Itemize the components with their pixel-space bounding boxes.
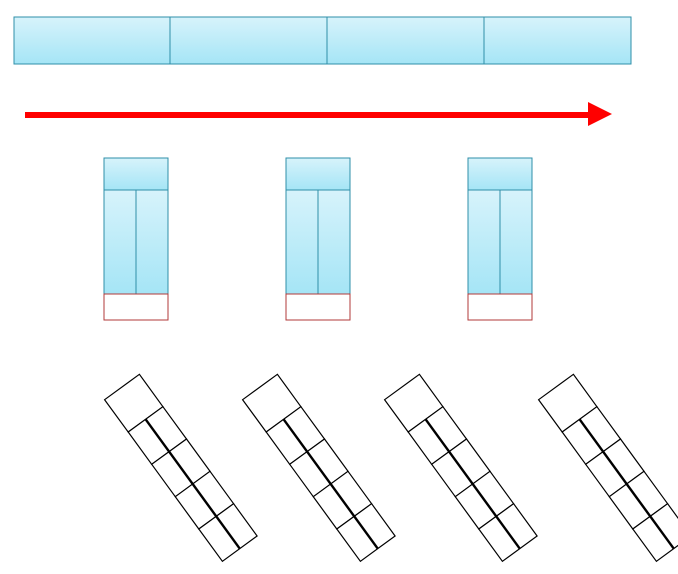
unit-column-left — [103, 189, 137, 295]
unit-column-left — [467, 189, 501, 295]
vertical-units — [103, 157, 533, 321]
unit-column-right — [499, 189, 533, 295]
unit-column-right — [135, 189, 169, 295]
tilted-strip — [241, 373, 396, 563]
vertical-unit — [285, 157, 351, 321]
arrow-head — [588, 102, 612, 126]
progress-arrow — [25, 102, 612, 126]
tilted-strip — [103, 373, 258, 563]
unit-column-right — [317, 189, 351, 295]
strip-center-divider — [424, 418, 521, 550]
unit-header-cell — [467, 157, 533, 191]
unit-header-cell — [103, 157, 169, 191]
unit-empty-slot — [103, 293, 169, 321]
vertical-unit — [467, 157, 533, 321]
strip-center-divider — [144, 418, 241, 550]
unit-empty-slot — [285, 293, 351, 321]
top-bar-segment — [483, 16, 632, 65]
unit-empty-slot — [467, 293, 533, 321]
tilted-strip — [537, 373, 678, 563]
tilted-strip — [383, 373, 538, 563]
top-bar — [13, 16, 632, 65]
vertical-unit — [103, 157, 169, 321]
tilted-strips — [103, 373, 678, 563]
unit-column-left — [285, 189, 319, 295]
strip-cell — [631, 502, 678, 563]
top-bar-segment — [169, 16, 328, 65]
strip-center-divider — [578, 418, 675, 550]
top-bar-segment — [13, 16, 171, 65]
strip-center-divider — [282, 418, 379, 550]
top-bar-segment — [326, 16, 485, 65]
unit-header-cell — [285, 157, 351, 191]
